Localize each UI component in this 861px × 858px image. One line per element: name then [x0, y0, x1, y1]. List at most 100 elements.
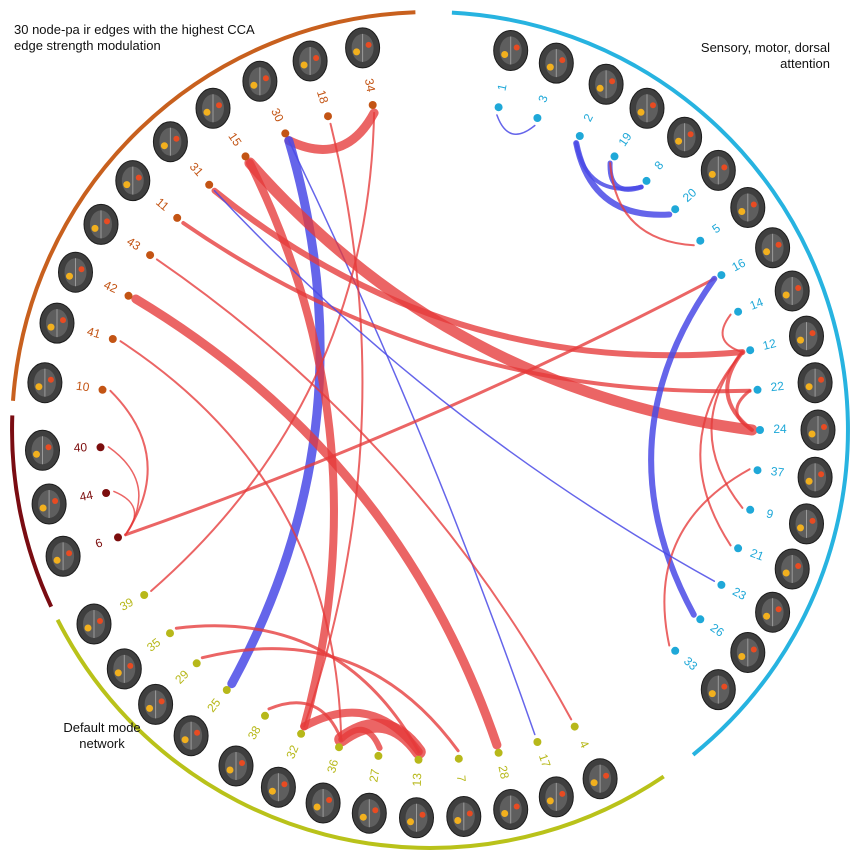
activation-blob [808, 430, 816, 438]
positive-edge [303, 122, 364, 728]
node-label: 27 [366, 768, 382, 784]
activation-blob [818, 376, 825, 383]
frontoparietal-group-arc [11, 10, 416, 401]
brain-thumbnail-icon [774, 270, 810, 312]
node-label: 37 [770, 464, 785, 480]
positive-edge [211, 187, 746, 359]
activation-blob [559, 57, 566, 64]
activation-blob [454, 817, 462, 824]
title-top-left: 30 node-pa ir edges with the highest CCA… [14, 22, 254, 53]
activation-blob [782, 569, 790, 577]
node-dot [533, 114, 542, 122]
activation-blob [91, 224, 99, 232]
brain-thumbnail-icon [730, 187, 766, 228]
activation-blob [216, 102, 222, 109]
activation-blob [818, 471, 825, 478]
node-label: 1 [494, 82, 509, 92]
activation-blob [47, 323, 55, 331]
negative-edge [648, 275, 718, 618]
node-label: 3 [535, 93, 551, 104]
activation-blob [78, 266, 85, 273]
activation-blob [226, 766, 234, 774]
node-label: 44 [78, 488, 94, 504]
activation-blob [546, 797, 554, 805]
activation-blob [795, 563, 802, 569]
activation-blob [546, 63, 554, 71]
activation-blob [596, 84, 604, 92]
node-label: 7 [454, 775, 469, 783]
activation-blob [66, 550, 73, 557]
positive-edge [113, 490, 136, 536]
positive-edge [181, 221, 752, 394]
brain-thumbnail-icon [76, 603, 112, 645]
node-label: 35 [144, 635, 163, 654]
activation-blob [114, 669, 122, 677]
activation-blob [501, 51, 509, 58]
activation-blob [501, 810, 509, 817]
activation-blob [173, 135, 180, 142]
activation-blob [45, 444, 52, 451]
node-label: 43 [124, 234, 143, 253]
brain-thumbnail-icon [25, 429, 60, 471]
activation-blob [466, 810, 473, 817]
brain-thumbnail-icon [797, 456, 833, 498]
positive-edge [721, 313, 744, 354]
brain-thumbnail-icon [106, 648, 142, 690]
brain-thumbnail-icon [755, 227, 791, 269]
positive-edge [124, 277, 716, 537]
node-dot [696, 236, 705, 245]
node-dot [173, 213, 182, 222]
node-dot [454, 754, 463, 763]
activation-blob [47, 376, 54, 383]
activation-blob [313, 803, 321, 811]
node-dot [734, 544, 743, 553]
activation-blob [513, 44, 520, 51]
brain-thumbnail-icon [242, 60, 278, 102]
node-dot [124, 291, 133, 300]
default-mode-group-arc [55, 618, 665, 850]
brain-thumbnail-icon [538, 42, 574, 84]
activation-blob [365, 41, 372, 48]
node-label: 38 [245, 723, 264, 742]
node-label: 25 [204, 695, 223, 714]
node-label: 10 [75, 379, 90, 395]
activation-blob [559, 790, 566, 797]
node-label: 29 [172, 667, 192, 687]
positive-edge [338, 726, 383, 751]
node-label: 24 [773, 422, 787, 436]
brain-thumbnail-icon [138, 683, 174, 725]
node-label: 11 [153, 195, 172, 214]
node-label: 18 [314, 88, 332, 105]
node-label: 14 [748, 295, 766, 313]
node-dot [696, 615, 705, 624]
positive-edge [663, 468, 751, 647]
node-label: 41 [85, 324, 102, 341]
activation-blob [797, 336, 804, 344]
activation-blob [763, 248, 771, 256]
positive-edge [119, 340, 343, 741]
positive-edge [699, 351, 744, 547]
node-dot [335, 743, 343, 752]
node-label: 42 [102, 278, 120, 296]
activation-blob [590, 779, 598, 787]
brain-thumbnail-icon [260, 766, 296, 808]
node-dot [205, 180, 214, 189]
node-dot [241, 152, 250, 161]
node-dot [102, 489, 111, 497]
node-dot [671, 205, 680, 214]
node-dot [746, 346, 755, 355]
activation-blob [687, 131, 694, 138]
node-label: 19 [615, 130, 634, 149]
activation-blob [797, 524, 804, 532]
node-label: 17 [536, 752, 554, 769]
activation-blob [135, 174, 142, 181]
brain-thumbnail-icon [538, 776, 574, 818]
positive-edge [300, 708, 423, 756]
node-label: 22 [770, 379, 785, 395]
activation-blob [181, 736, 189, 744]
activation-blob [738, 653, 746, 660]
brain-thumbnail-icon [27, 362, 63, 404]
node-label: 6 [93, 535, 104, 551]
activation-blob [809, 517, 816, 524]
